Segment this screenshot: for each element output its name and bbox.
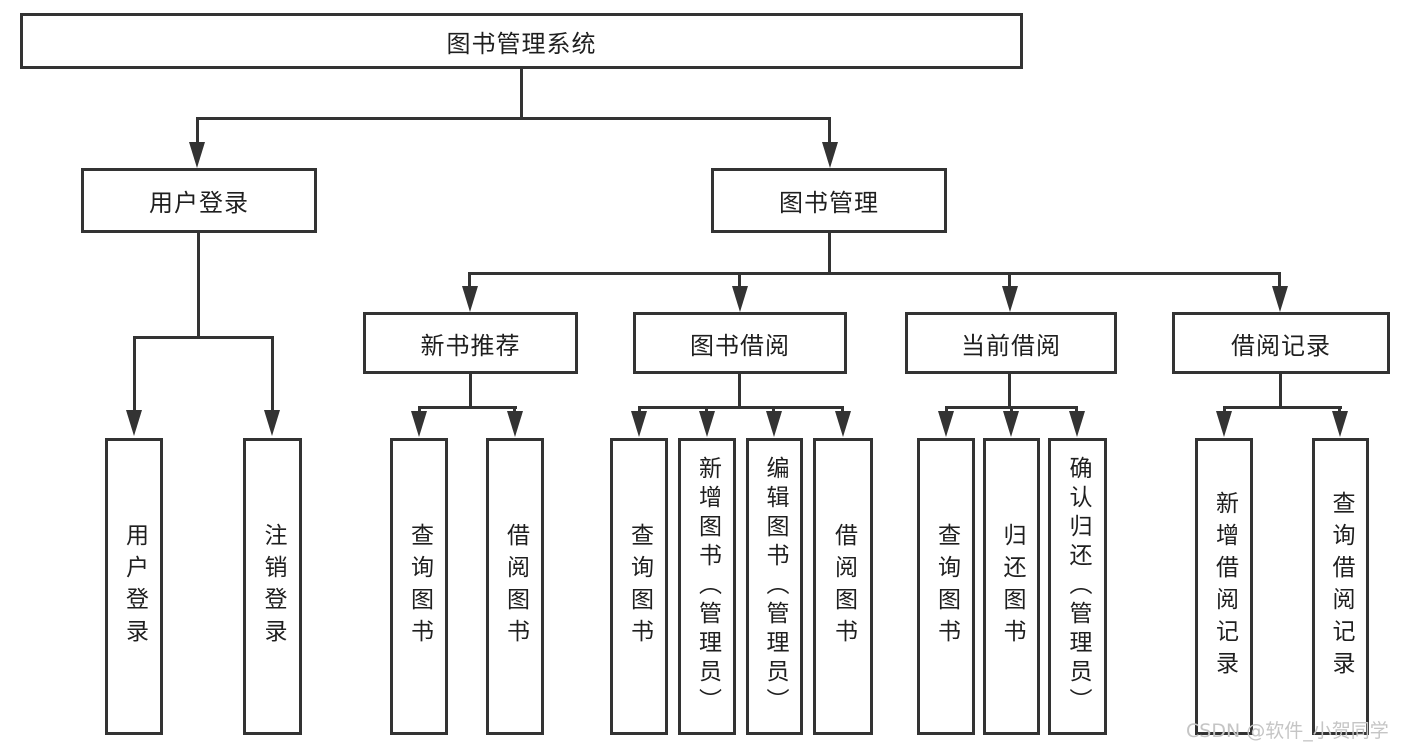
connector-line — [1279, 374, 1282, 408]
node-borrow-records: 借阅记录 — [1172, 312, 1390, 374]
node-label: 图书借阅 — [690, 331, 790, 360]
csdn-watermark: CSDN @软件_小贺同学 — [1186, 720, 1389, 742]
node-user-login: 用户登录 — [81, 168, 317, 233]
node-label: 借阅记录 — [1231, 331, 1331, 360]
connector-line — [468, 272, 471, 288]
connector-line — [469, 272, 1281, 275]
leaf-query-books-current: 查询图书 — [917, 438, 975, 735]
leaf-query-borrow-record: 查询借阅记录 — [1312, 438, 1369, 735]
node-label: 新书推荐 — [420, 331, 521, 360]
arrow-down-icon — [631, 411, 647, 437]
arrow-down-icon — [126, 410, 142, 436]
connector-line — [133, 336, 136, 412]
arrow-down-icon — [1332, 411, 1348, 437]
leaf-add-borrow-record: 新增借阅记录 — [1195, 438, 1253, 735]
connector-line — [469, 374, 472, 408]
arrow-down-icon — [1216, 411, 1232, 437]
connector-line — [271, 336, 274, 412]
connector-line — [638, 406, 844, 409]
leaf-label: 归还图书 — [999, 522, 1025, 651]
arrow-down-icon — [462, 286, 478, 312]
leaf-label: 查询图书 — [406, 522, 433, 651]
connector-line — [196, 117, 199, 144]
leaf-add-books-admin: 新增图书（管理员） — [678, 438, 736, 735]
leaf-label: 确认归还（管理员） — [1065, 456, 1091, 717]
node-label: 图书管理系统 — [446, 29, 597, 58]
node-label: 图书管理 — [779, 189, 879, 217]
connector-line — [513, 406, 516, 414]
connector-line — [418, 406, 517, 409]
connector-line — [520, 69, 523, 119]
leaf-borrow-books: 借阅图书 — [813, 438, 873, 735]
arrow-down-icon — [1002, 286, 1018, 312]
leaf-label: 新增借阅记录 — [1211, 490, 1238, 683]
connector-line — [1223, 406, 1342, 409]
leaf-label: 用户登录 — [121, 522, 148, 651]
node-book-borrow: 图书借阅 — [633, 312, 847, 374]
node-new-book-recommend: 新书推荐 — [363, 312, 578, 374]
leaf-confirm-return-admin: 确认归还（管理员） — [1048, 438, 1107, 735]
connector-line — [828, 117, 831, 144]
connector-line — [197, 117, 831, 120]
connector-line — [197, 233, 200, 338]
connector-line — [1278, 272, 1281, 288]
connector-line — [841, 406, 844, 414]
leaf-label: 查询图书 — [933, 522, 960, 651]
connector-line — [418, 406, 421, 414]
arrow-down-icon — [264, 410, 280, 436]
leaf-query-books-borrow: 查询图书 — [610, 438, 668, 735]
connector-line — [1010, 406, 1013, 414]
node-current-borrow: 当前借阅 — [905, 312, 1117, 374]
leaf-label: 查询图书 — [626, 522, 653, 651]
arrow-down-icon — [411, 411, 427, 437]
arrow-down-icon — [938, 411, 954, 437]
leaf-label: 借阅图书 — [502, 522, 529, 651]
connector-line — [828, 233, 831, 274]
node-label: 当前借阅 — [961, 331, 1061, 360]
leaf-borrow-books-recommend: 借阅图书 — [486, 438, 544, 735]
arrow-down-icon — [1003, 411, 1019, 437]
arrow-down-icon — [189, 142, 205, 168]
arrow-down-icon — [822, 142, 838, 168]
connector-line — [705, 406, 708, 414]
arrow-down-icon — [766, 411, 782, 437]
arrow-down-icon — [835, 411, 851, 437]
connector-line — [1008, 374, 1011, 408]
leaf-query-books-recommend: 查询图书 — [390, 438, 448, 735]
arrow-down-icon — [732, 286, 748, 312]
connector-line — [133, 336, 274, 339]
arrow-down-icon — [699, 411, 715, 437]
leaf-label: 新增图书（管理员） — [694, 456, 721, 717]
node-library-system: 图书管理系统 — [20, 13, 1023, 69]
leaf-label: 借阅图书 — [830, 522, 857, 651]
leaf-logout: 注销登录 — [243, 438, 302, 735]
leaf-user-login: 用户登录 — [105, 438, 163, 735]
arrow-down-icon — [1069, 411, 1085, 437]
connector-line — [772, 406, 775, 414]
connector-line — [1008, 272, 1011, 288]
leaf-edit-books-admin: 编辑图书（管理员） — [746, 438, 803, 735]
leaf-label: 查询借阅记录 — [1328, 490, 1354, 683]
connector-line — [945, 406, 948, 414]
arrow-down-icon — [1272, 286, 1288, 312]
connector-line — [1075, 406, 1078, 414]
connector-line — [638, 406, 641, 414]
connector-line — [738, 272, 741, 288]
connector-line — [1223, 406, 1226, 414]
connector-line — [738, 374, 741, 408]
leaf-label: 注销登录 — [260, 522, 286, 651]
connector-line — [1338, 406, 1341, 414]
node-book-management: 图书管理 — [711, 168, 947, 233]
leaf-return-books: 归还图书 — [983, 438, 1040, 735]
node-label: 用户登录 — [149, 189, 249, 217]
leaf-label: 编辑图书（管理员） — [762, 456, 788, 717]
arrow-down-icon — [507, 411, 523, 437]
